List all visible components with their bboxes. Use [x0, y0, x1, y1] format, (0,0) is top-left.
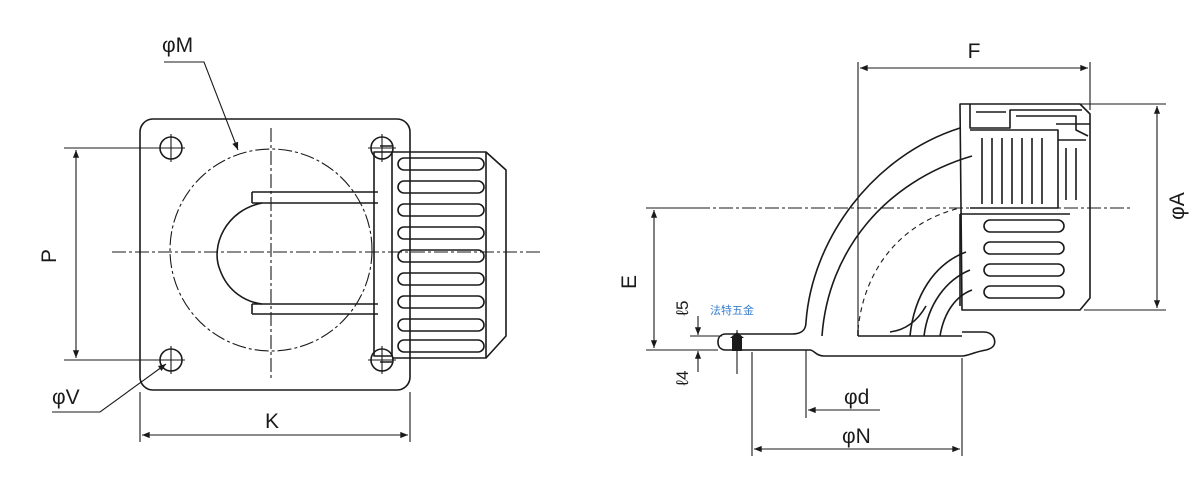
watermark: 法特五金 — [710, 303, 754, 317]
label-phi-a: φA — [1166, 192, 1189, 220]
dim-a: φA — [1080, 103, 1189, 311]
label-l4: ℓ4 — [673, 371, 692, 387]
label-k: K — [265, 410, 279, 433]
front-view: P K φM φV — [38, 34, 540, 442]
dim-f: F — [859, 40, 1091, 110]
front-nut — [373, 145, 507, 363]
leader-m: φM — [162, 34, 239, 151]
label-phi-m: φM — [162, 34, 193, 57]
flange-plate — [139, 118, 411, 391]
leader-v: φV — [52, 363, 167, 413]
mounting-holes — [157, 134, 396, 374]
front-body — [216, 191, 378, 315]
dim-k: K — [139, 392, 411, 442]
side-view: F φA E ℓ5 ℓ4 φd φN 法特五金 — [618, 40, 1189, 456]
label-f: F — [968, 40, 981, 63]
base-flange — [717, 305, 996, 357]
label-phi-d: φd — [844, 386, 869, 409]
bolt-circle-m — [169, 148, 373, 352]
side-nut — [959, 103, 1091, 311]
label-e: E — [618, 275, 641, 289]
dim-e: E — [618, 207, 718, 351]
dim-l5-l4: ℓ5 ℓ4 — [673, 301, 722, 387]
elbow-body — [805, 127, 973, 337]
dim-n: φN — [751, 352, 963, 456]
label-phi-v: φV — [52, 386, 80, 409]
dim-p: P — [38, 147, 172, 361]
label-l5: ℓ5 — [673, 301, 692, 317]
dim-d: φd — [805, 350, 880, 418]
mount-bolt — [730, 330, 744, 374]
label-p: P — [38, 249, 61, 263]
label-phi-n: φN — [842, 425, 871, 448]
